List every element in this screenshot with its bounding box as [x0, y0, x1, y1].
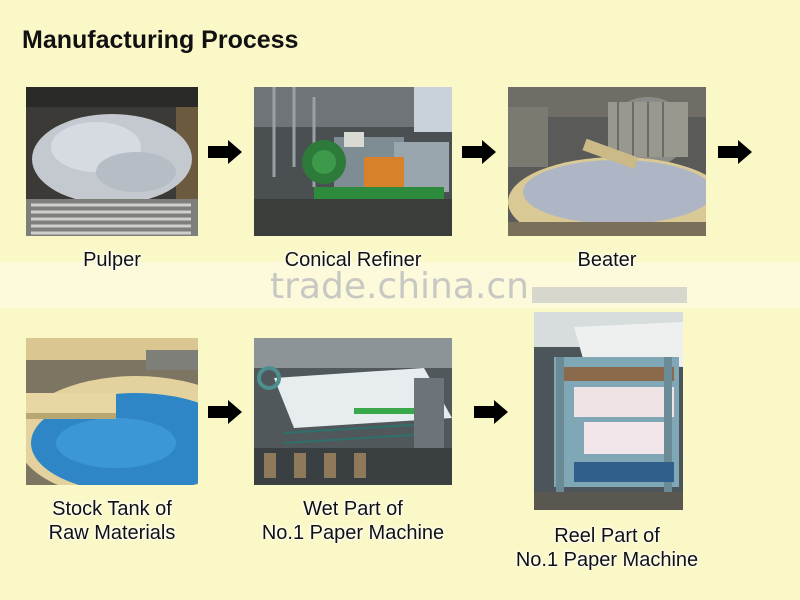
step-label-line: Reel Part of — [554, 525, 660, 547]
watermark-bar — [532, 287, 687, 303]
step-label-line: Beater — [577, 249, 637, 271]
pulper-photo — [26, 87, 198, 236]
step-label-wet-part: Wet Part of No.1 Paper Machine — [234, 497, 472, 545]
step-label-line: No.1 Paper Machine — [261, 522, 445, 544]
watermark-text: trade.china.cn — [270, 266, 529, 307]
step-label-pulper: Pulper — [26, 248, 198, 272]
step-label-conical-refiner: Conical Refiner — [254, 248, 452, 272]
page-title: Manufacturing Process — [22, 26, 299, 54]
step-label-line: Raw Materials — [48, 522, 176, 544]
step-label-line: Wet Part of — [303, 498, 403, 520]
conical-refiner-photo — [254, 87, 452, 236]
step-label-line: Conical Refiner — [284, 249, 422, 271]
stock-tank-photo — [26, 338, 198, 485]
step-label-line: No.1 Paper Machine — [515, 549, 699, 571]
arrow-right-icon — [208, 400, 242, 424]
wet-part-photo — [254, 338, 452, 485]
arrow-right-icon — [462, 140, 496, 164]
reel-part-photo — [534, 312, 683, 510]
beater-photo — [508, 87, 706, 236]
arrow-right-icon — [208, 140, 242, 164]
step-label-line: Pulper — [83, 249, 141, 271]
arrow-right-icon — [718, 140, 752, 164]
step-label-reel-part: Reel Part of No.1 Paper Machine — [488, 524, 726, 572]
step-label-stock-tank: Stock Tank of Raw Materials — [6, 497, 218, 545]
step-label-line: Stock Tank of — [52, 498, 172, 520]
step-label-beater: Beater — [508, 248, 706, 272]
arrow-right-icon — [474, 400, 508, 424]
